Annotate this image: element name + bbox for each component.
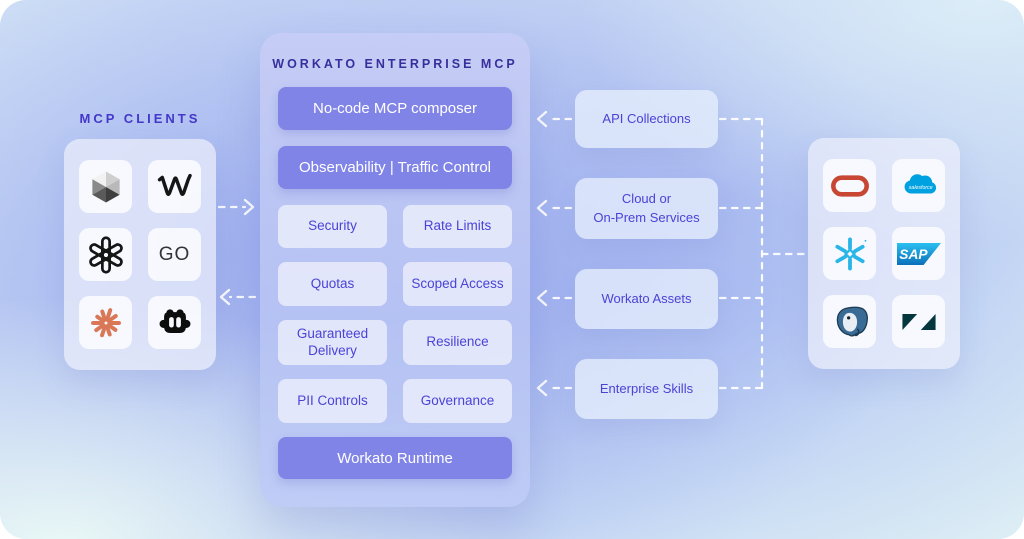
workato-enterprise-mcp-title: WORKATO ENTERPRISE MCP [272, 57, 518, 71]
workato-runtime-box: Workato Runtime [278, 437, 512, 479]
postgresql-logo [836, 306, 868, 337]
openai-logo [88, 235, 123, 274]
capability-guaranteed-delivery: Guaranteed Delivery [278, 320, 387, 365]
arrowhead-right-icon [243, 198, 255, 216]
windsurf-w-logo [157, 173, 192, 196]
capability-scoped-access: Scoped Access [403, 262, 512, 306]
mcp-clients-panel: GO [64, 139, 216, 370]
capability-quotas: Quotas [278, 262, 387, 306]
service-tile-oracle [823, 159, 876, 212]
mcp-clients-label: MCP CLIENTS [79, 111, 201, 126]
capability-pii-controls: PII Controls [278, 379, 387, 423]
capability-rate-limits: Rate Limits [403, 205, 512, 248]
client-tile-cube [79, 160, 132, 213]
observability-traffic-control-box: Observability | Traffic Control [278, 146, 512, 189]
source-line: API Collections [602, 110, 691, 126]
capability-security: Security [278, 205, 387, 248]
source-api-collections: API Collections [575, 90, 718, 148]
capability-resilience: Resilience [403, 320, 512, 365]
cube-logo [91, 171, 120, 202]
client-tile-openai [79, 228, 132, 281]
sap-logo: SAP [896, 242, 941, 265]
client-tile-windsurf [148, 160, 201, 213]
source-enterprise-skills: Enterprise Skills [575, 359, 718, 419]
workato-enterprise-mcp-panel: WORKATO ENTERPRISE MCP No-code MCP compo… [260, 33, 530, 507]
client-tile-bot [148, 296, 201, 349]
service-tile-snowflake [823, 227, 876, 280]
arrowhead-left-icon [536, 199, 548, 217]
oracle-logo [830, 174, 869, 197]
salesforce-logo: salesforce [904, 173, 936, 193]
client-tile-go: GO [148, 228, 201, 281]
service-tile-sap: SAP [892, 227, 945, 280]
claude-logo [90, 307, 121, 337]
snowflake-logo [834, 237, 866, 270]
capability-governance: Governance [403, 379, 512, 423]
source-cloud-on-prem-services: Cloud or On-Prem Services [575, 178, 718, 239]
capabilities-grid: Security Rate Limits Quotas Scoped Acces… [278, 205, 512, 423]
service-tile-salesforce: salesforce [892, 159, 945, 212]
sap-wordmark: SAP [899, 247, 928, 262]
source-line: On-Prem Services [593, 209, 700, 225]
source-line: Enterprise Skills [599, 380, 694, 396]
arrowhead-left-icon [219, 288, 231, 306]
source-line: Workato Assets [601, 290, 692, 306]
service-tile-postgresql [823, 295, 876, 348]
bot-logo [159, 308, 190, 333]
client-tile-claude [79, 296, 132, 349]
source-line: Cloud or [621, 191, 672, 207]
go-logo: GO [158, 243, 191, 265]
arrowhead-left-icon [536, 289, 548, 307]
zendesk-logo [901, 313, 936, 330]
salesforce-wordmark: salesforce [908, 185, 932, 191]
services-panel: salesforce [808, 138, 960, 369]
no-code-mcp-composer-box: No-code MCP composer [278, 87, 512, 130]
arrowhead-left-icon [536, 110, 548, 128]
service-tile-zendesk [892, 295, 945, 348]
arrowhead-left-icon [536, 379, 548, 397]
source-workato-assets: Workato Assets [575, 269, 718, 329]
